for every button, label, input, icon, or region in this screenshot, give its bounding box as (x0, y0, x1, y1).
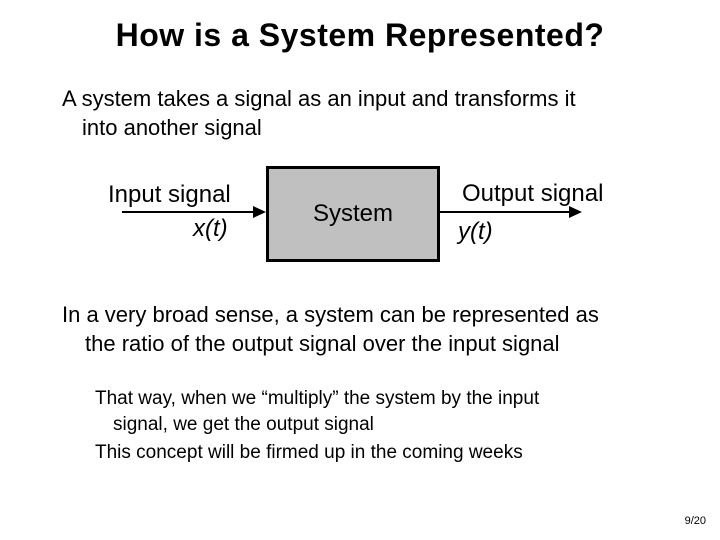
paragraph-broad-sense: In a very broad sense, a system can be r… (62, 300, 599, 358)
paragraph-coming-weeks: This concept will be firmed up in the co… (95, 440, 523, 466)
paragraph-system-intro: A system takes a signal as an input and … (62, 84, 576, 142)
text-line: In a very broad sense, a system can be r… (62, 302, 599, 327)
page-number: 9/20 (684, 515, 706, 527)
text-line: This concept will be firmed up in the co… (95, 442, 523, 463)
paragraph-multiply: That way, when we “multiply” the system … (95, 386, 539, 438)
input-signal-label: Input signal (108, 181, 231, 208)
text-line: signal, we get the output signal (113, 414, 374, 435)
system-block-label: System (312, 200, 393, 227)
text-line: A system takes a signal as an input and … (62, 86, 576, 111)
output-signal-label: Output signal (462, 180, 604, 207)
input-variable-xt: x(t) (193, 215, 228, 242)
output-arrow (440, 206, 582, 218)
output-variable-yt: y(t) (458, 218, 493, 245)
text-line: the ratio of the output signal over the … (85, 331, 560, 356)
slide-title: How is a System Represented? (115, 17, 605, 53)
system-block: System (266, 166, 440, 262)
text-line: into another signal (82, 115, 262, 140)
text-line: That way, when we “multiply” the system … (95, 388, 540, 409)
